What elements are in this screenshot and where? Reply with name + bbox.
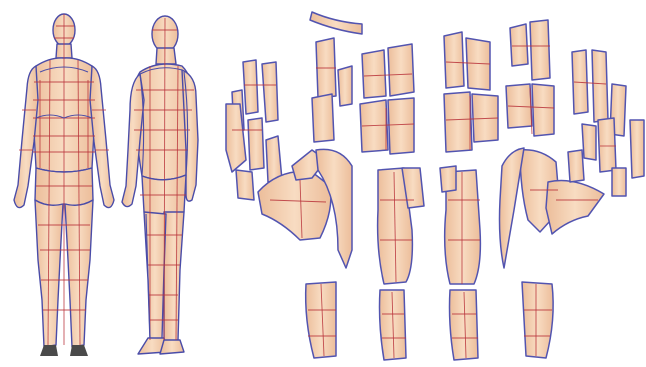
front-grid-lines <box>19 14 109 345</box>
pattern-piece <box>568 150 584 182</box>
pattern-piece <box>312 94 334 142</box>
pattern-piece <box>262 62 278 122</box>
pattern-piece <box>582 124 596 160</box>
pattern-piece <box>500 148 525 268</box>
pattern-piece <box>310 12 362 34</box>
pattern-piece <box>546 181 604 235</box>
pattern-piece <box>592 50 608 122</box>
pattern-piece <box>388 44 414 96</box>
side-foot-back <box>160 340 184 354</box>
pattern-piece <box>440 166 456 192</box>
pattern-piece <box>630 120 644 178</box>
pattern-piece <box>444 92 472 152</box>
pattern-piece <box>532 84 554 136</box>
side-leg-back <box>164 212 184 342</box>
flattened-pattern-pieces <box>226 12 644 360</box>
avatar-front-view <box>14 14 114 356</box>
pattern-piece <box>612 168 626 196</box>
pattern-piece <box>243 60 258 114</box>
front-arm-left <box>14 66 38 208</box>
pattern-piece <box>338 66 352 106</box>
side-neck <box>156 48 176 64</box>
front-arm-right <box>90 66 114 208</box>
front-foot-left <box>40 345 58 356</box>
front-foot-right <box>70 345 88 356</box>
pattern-piece <box>450 290 479 360</box>
pattern-piece <box>362 50 386 98</box>
pattern-piece <box>444 32 464 88</box>
pattern-piece <box>388 98 414 154</box>
pattern-piece <box>248 118 264 170</box>
avatar-side-view <box>122 16 198 354</box>
pattern-piece <box>306 282 336 358</box>
pattern-piece <box>598 118 616 172</box>
pattern-piece <box>266 136 282 182</box>
side-leg-front <box>144 212 166 340</box>
pattern-piece <box>510 24 528 66</box>
pattern-piece <box>258 171 331 240</box>
pattern-piece <box>530 20 550 80</box>
pattern-piece <box>236 170 254 200</box>
pattern-piece <box>522 282 553 358</box>
